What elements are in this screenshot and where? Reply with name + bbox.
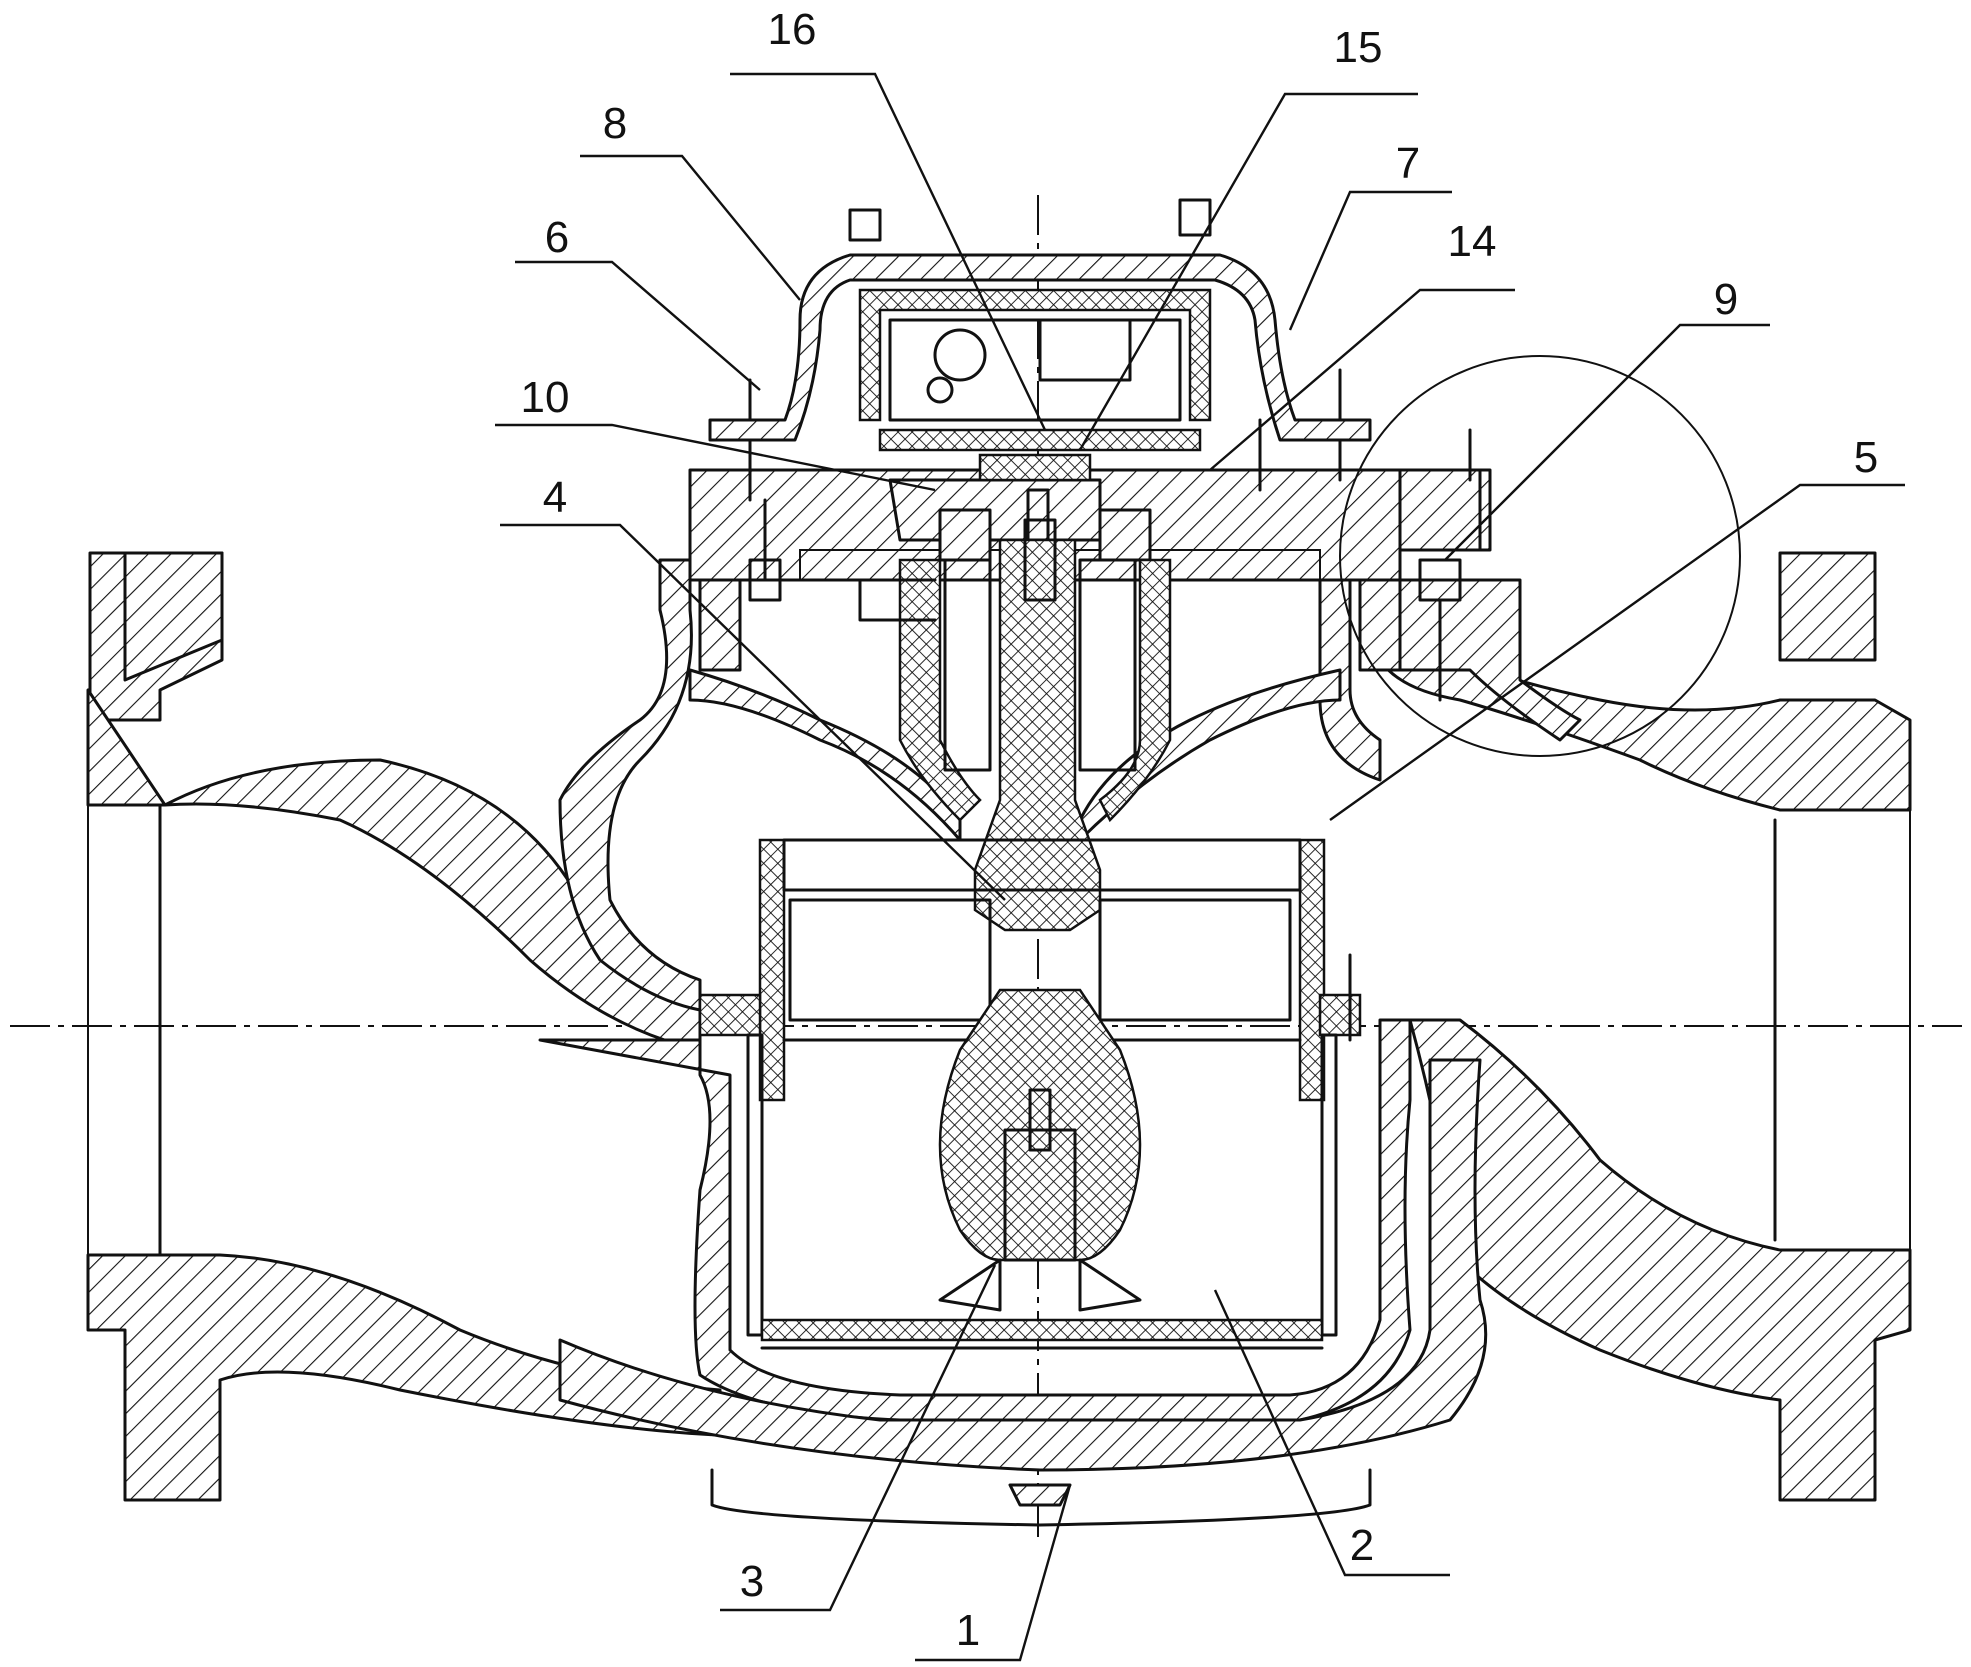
callout-5: 5 — [1854, 433, 1878, 482]
leader-4 — [500, 523, 1006, 901]
strainer-basket — [746, 1033, 1338, 1350]
callout-16: 16 — [768, 5, 817, 54]
callout-14: 14 — [1448, 217, 1497, 266]
leader-1 — [915, 1484, 1072, 1662]
callout-8: 8 — [603, 99, 627, 148]
leader-10 — [495, 423, 936, 492]
leader-5 — [1329, 483, 1905, 821]
register-cap — [708, 198, 1372, 482]
leader-2 — [1213, 1289, 1450, 1577]
leader-lines — [495, 72, 1905, 1662]
central-spindle — [858, 488, 1172, 932]
leader-3 — [720, 1264, 997, 1612]
detail-circle — [1339, 355, 1741, 757]
callout-6: 6 — [545, 213, 569, 262]
callout-1: 1 — [956, 1606, 980, 1655]
callout-7: 7 — [1396, 139, 1420, 188]
leader-14 — [1209, 288, 1515, 471]
leader-7 — [1288, 190, 1452, 331]
callout-4: 4 — [543, 473, 567, 522]
callout-9: 9 — [1714, 275, 1738, 324]
leader-8 — [580, 154, 801, 301]
callout-10: 10 — [521, 373, 570, 422]
callout-15: 15 — [1334, 23, 1383, 72]
leader-16 — [730, 72, 1047, 431]
leader-9 — [1444, 323, 1770, 561]
left-flange — [86, 551, 722, 1502]
leader-6 — [515, 260, 761, 391]
leader-15 — [1078, 92, 1418, 451]
callout-labels: 16 15 8 7 6 14 9 10 5 4 3 2 1 — [521, 5, 1879, 1655]
meter-body — [538, 1018, 1488, 1527]
turbine-vane — [938, 988, 1142, 1312]
callout-2: 2 — [1350, 1521, 1374, 1570]
top-cover-plate — [688, 368, 1492, 702]
callout-3: 3 — [740, 1557, 764, 1606]
